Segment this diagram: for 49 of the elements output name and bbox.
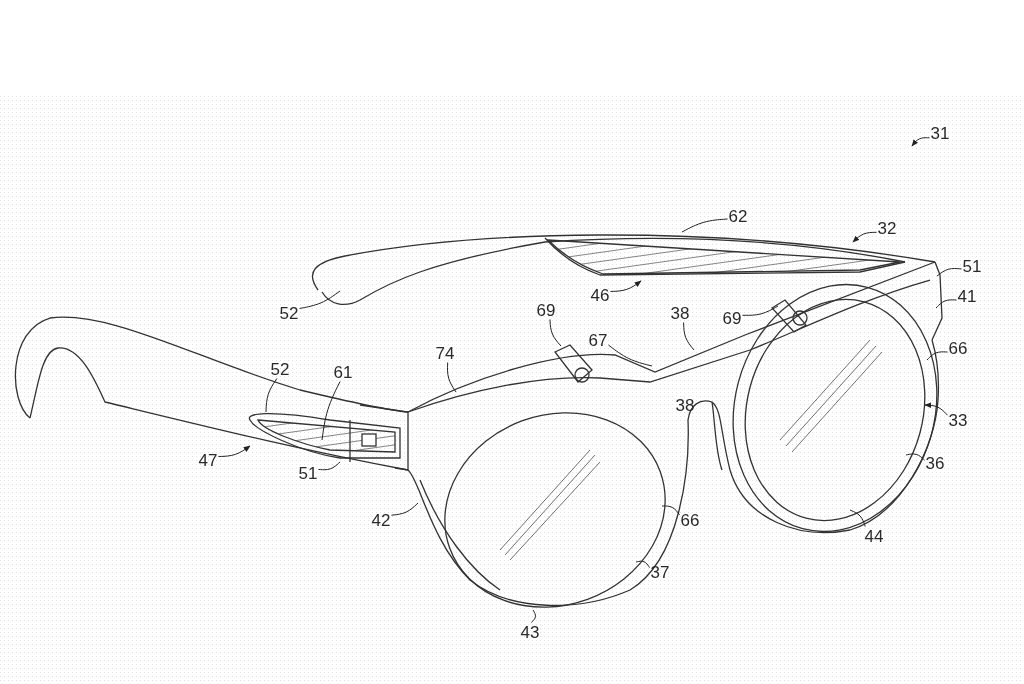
callout-number: 74 [434,343,456,363]
callout-number: 69 [721,308,743,328]
callout-number: 43 [519,622,541,642]
callout-number: 41 [956,286,978,306]
arrow [924,402,949,416]
leader-line [390,502,419,516]
callout-number: 32 [876,218,898,238]
callout-number: 51 [297,463,319,483]
leader-line [549,319,562,347]
callout-number: 44 [863,526,885,546]
leader-line [317,461,341,471]
leader-line [530,609,536,623]
leader-line [683,322,695,351]
leader-line [298,290,341,309]
callout-number: 37 [649,562,671,582]
callout-number: 33 [947,410,969,430]
callout-number: 38 [669,303,691,323]
leader-line [635,560,651,569]
callout-number: 62 [727,206,749,226]
leader-line [936,268,963,277]
callout-number: 36 [924,453,946,473]
leader-line [741,305,779,316]
leader-line [905,453,926,461]
callout-number: 61 [332,362,354,382]
arrow [609,280,642,292]
leader-line [849,509,866,527]
leader-line [926,351,949,361]
callout-number: 31 [929,123,951,143]
callout-number: 66 [679,510,701,530]
leader-line [321,381,341,441]
leader-line [935,299,958,309]
arrow [852,231,878,243]
callout-number: 38 [674,395,696,415]
callout-number: 66 [947,338,969,358]
callout-number: 52 [269,359,291,379]
callout-number: 67 [587,330,609,350]
callout-number: 42 [370,510,392,530]
callout-number: 47 [197,450,219,470]
leader-line [447,362,457,393]
callout-number: 52 [278,303,300,323]
callout-number: 69 [535,300,557,320]
leader-line [681,218,729,233]
callout-number: 51 [961,256,983,276]
callout-number: 46 [589,285,611,305]
arrow [217,445,251,457]
leader-line [661,505,681,516]
leader-line [607,344,653,367]
leader-line [265,378,278,413]
arrow [911,137,931,147]
